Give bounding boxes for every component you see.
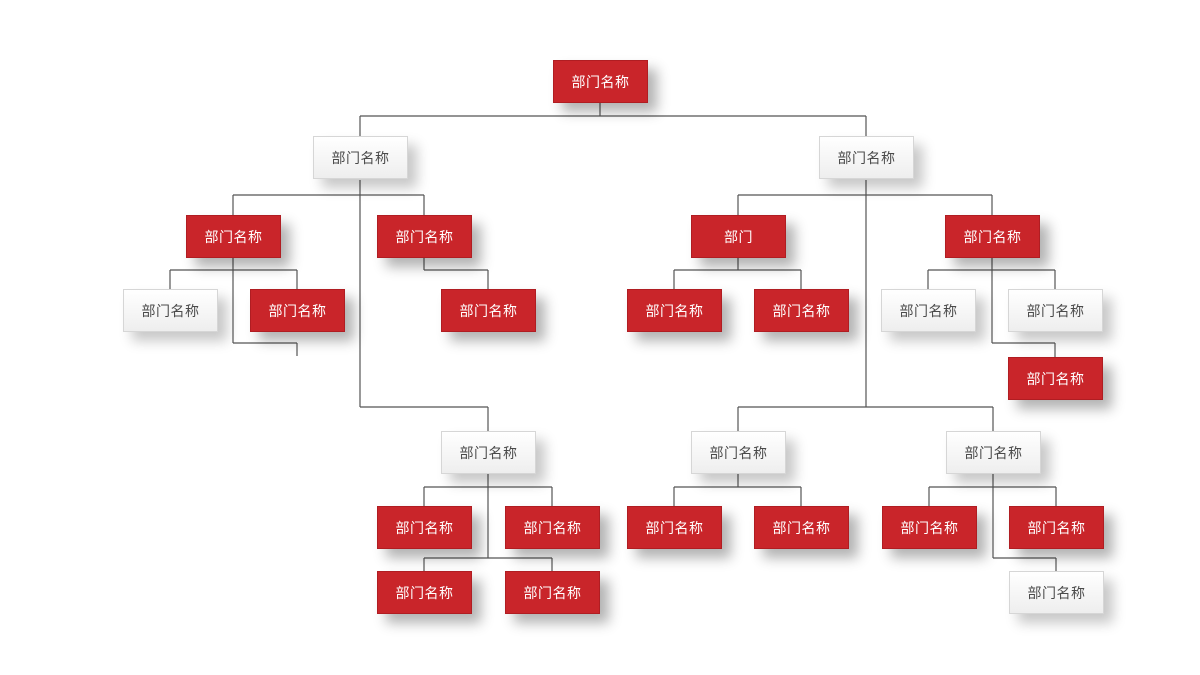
node-r1a1: 部门名称 bbox=[627, 289, 722, 332]
node-r1d3: 部门名称 bbox=[1009, 571, 1104, 614]
node-r1b1: 部门名称 bbox=[881, 289, 976, 332]
node-l1c: 部门名称 bbox=[441, 431, 536, 474]
node-l1b: 部门名称 bbox=[377, 215, 472, 258]
node-r1c: 部门名称 bbox=[691, 431, 786, 474]
node-l1c2: 部门名称 bbox=[505, 506, 600, 549]
node-r1d1: 部门名称 bbox=[882, 506, 977, 549]
node-r1b3: 部门名称 bbox=[1008, 357, 1103, 400]
node-l1c1: 部门名称 bbox=[377, 506, 472, 549]
node-l1a: 部门名称 bbox=[186, 215, 281, 258]
node-l1c3: 部门名称 bbox=[377, 571, 472, 614]
node-r1d: 部门名称 bbox=[946, 431, 1041, 474]
node-l1b1: 部门名称 bbox=[441, 289, 536, 332]
node-l1c4: 部门名称 bbox=[505, 571, 600, 614]
node-r1a: 部门 bbox=[691, 215, 786, 258]
node-l1a1: 部门名称 bbox=[123, 289, 218, 332]
node-r1: 部门名称 bbox=[819, 136, 914, 179]
node-r1c2: 部门名称 bbox=[754, 506, 849, 549]
node-r1a2: 部门名称 bbox=[754, 289, 849, 332]
node-r1c1: 部门名称 bbox=[627, 506, 722, 549]
node-l1: 部门名称 bbox=[313, 136, 408, 179]
node-r1d2: 部门名称 bbox=[1009, 506, 1104, 549]
node-root: 部门名称 bbox=[553, 60, 648, 103]
node-l1a2: 部门名称 bbox=[250, 289, 345, 332]
node-r1b2: 部门名称 bbox=[1008, 289, 1103, 332]
node-r1b: 部门名称 bbox=[945, 215, 1040, 258]
